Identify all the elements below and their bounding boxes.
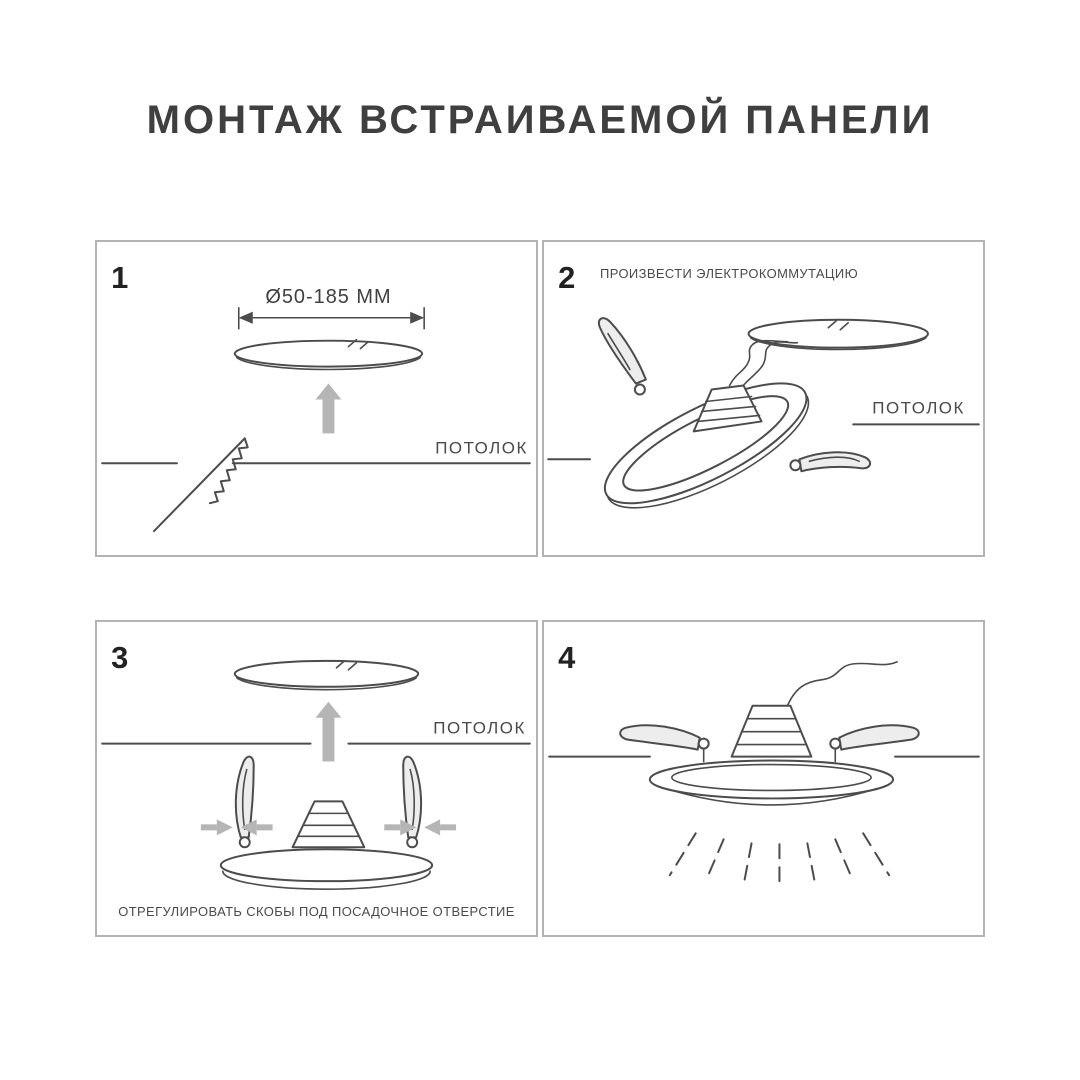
step-1-illustration: 1 Ø50-185 ММ ПОТОЛОК: [101, 260, 531, 533]
up-arrow-icon: [315, 701, 342, 762]
step-number: 1: [111, 260, 128, 295]
panel-face-disc: [747, 318, 929, 351]
spring-clip-left: [597, 317, 647, 396]
driver-box: [692, 384, 763, 433]
dimension-arrow-icon: [237, 306, 425, 330]
ceiling-line: [547, 423, 980, 461]
driver-box: [730, 704, 813, 758]
diameter-dimension-label: Ø50-185 ММ: [265, 286, 391, 308]
panel-disc: [233, 659, 420, 691]
spring-clip-right: [789, 451, 872, 473]
step-2-illustration: 2 ПРОИЗВЕСТИ ЭЛЕКТРОКОММУТАЦИЮ ПОТОЛОК: [547, 260, 980, 509]
step-instruction: ПРОИЗВЕСТИ ЭЛЕКТРОКОММУТАЦИЮ: [600, 266, 858, 281]
spring-clip-right: [402, 755, 423, 849]
steps-grid: 1 Ø50-185 ММ ПОТОЛОК: [95, 240, 985, 937]
step-number: 2: [558, 260, 575, 295]
ceiling-label: ПОТОЛОК: [872, 398, 965, 417]
light-rays: [668, 832, 891, 888]
adjust-arrows-left: [200, 819, 273, 836]
up-arrow-icon: [315, 383, 342, 434]
step-number: 3: [111, 640, 128, 675]
step-3-panel: 3 ПОТОЛОК: [95, 620, 538, 937]
spring-clip-right: [829, 724, 920, 763]
step-1-panel: 1 Ø50-185 ММ ПОТОЛОК: [95, 240, 538, 557]
step-number: 4: [558, 640, 576, 675]
step-4-illustration: 4: [548, 640, 980, 888]
step-2-panel: 2 ПРОИЗВЕСТИ ЭЛЕКТРОКОММУТАЦИЮ ПОТОЛОК: [542, 240, 985, 557]
spring-clip-left: [234, 755, 255, 849]
installed-trim-ring: [648, 759, 895, 806]
step-caption: ОТРЕГУЛИРОВАТЬ СКОБЫ ПОД ПОСАДОЧНОЕ ОТВЕ…: [118, 904, 514, 919]
wires: [728, 339, 799, 389]
driver-box: [291, 800, 366, 849]
step-4-panel: 4: [542, 620, 985, 937]
ceiling-label: ПОТОЛОК: [435, 438, 528, 457]
panel-body-disc: [219, 848, 434, 890]
panel-disc: [233, 338, 424, 371]
step-3-illustration: 3 ПОТОЛОК: [101, 640, 531, 919]
adjust-arrows-right: [384, 819, 457, 836]
cutout-flap: [153, 437, 249, 533]
page-title: МОНТАЖ ВСТРАИВАЕМОЙ ПАНЕЛИ: [146, 98, 934, 142]
tilted-recessed-panel: [603, 382, 810, 509]
ceiling-label: ПОТОЛОК: [433, 719, 526, 738]
spring-clip-left: [619, 724, 710, 763]
power-wire: [786, 661, 898, 707]
